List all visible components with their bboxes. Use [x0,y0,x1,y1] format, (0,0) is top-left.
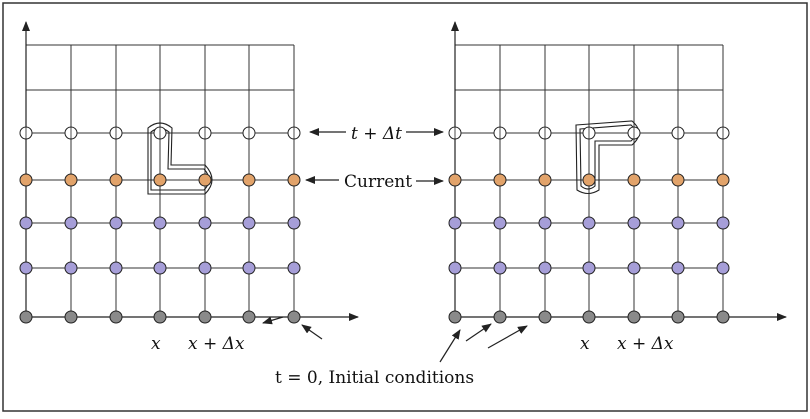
arrow-initial-right-1 [439,329,461,363]
right-stencil-outline-outer [575,120,640,195]
grid-point-current [153,173,167,187]
right-grid [451,21,787,321]
grid-point-current [109,173,123,187]
grid-point-current [538,173,552,187]
grid-point-known [198,261,212,275]
grid-point-initial [582,310,596,324]
label-x-left: x [151,334,161,354]
grid-point-known [19,261,33,275]
label-initial-rest: , Initial conditions [318,368,474,388]
grid-point-known [64,261,78,275]
grid-point-initial [64,310,78,324]
grid-point-initial [242,310,256,324]
grid-point-known [627,216,641,230]
label-current: Current [344,172,412,192]
grid-point-current [64,173,78,187]
left-grid-points [19,126,301,324]
arrow-initial-right-3 [487,325,528,349]
arrow-initial-right-2 [465,323,492,342]
grid-point-known [671,261,685,275]
grid-point-known [242,216,256,230]
right-grid-points [448,126,730,324]
grid-point-known [627,261,641,275]
grid-point-known [716,261,730,275]
grid-point-current [198,173,212,187]
grid-point-initial [109,310,123,324]
grid-point-known [538,216,552,230]
grid-point-known [448,216,462,230]
left-stencil-outline-outer [147,122,213,195]
grid-point-initial [627,310,641,324]
label-t-plus-dt: t + Δt [351,124,402,144]
grid-point-current [242,173,256,187]
label-x-plus-dx-right: x + Δx [617,334,674,354]
grid-point-initial [19,310,33,324]
grid-point-known [109,216,123,230]
grid-point-known [64,216,78,230]
grid-point-initial [493,310,507,324]
grid-point-current [493,173,507,187]
label-initial-t0: t = 0 [275,368,318,388]
grid-point-current [627,173,641,187]
grid-point-current [287,173,301,187]
grid-point-known [19,216,33,230]
grid-point-known [582,261,596,275]
arrow-initial-left-1 [262,316,284,325]
grid-point-known [198,216,212,230]
grid-point-known [287,261,301,275]
arrow-initial-left-2 [301,324,323,340]
grid-point-current [19,173,33,187]
figure-border [2,2,808,412]
grid-point-known [242,261,256,275]
grid-point-current [671,173,685,187]
grid-point-known [538,261,552,275]
grid-point-known [153,261,167,275]
grid-point-current [716,173,730,187]
grid-point-current [582,173,596,187]
grid-point-initial [538,310,552,324]
grid-point-initial [153,310,167,324]
grid-point-current [448,173,462,187]
grid-point-known [671,216,685,230]
grid-point-known [716,216,730,230]
grid-point-initial [671,310,685,324]
grid-point-initial [198,310,212,324]
grid-point-known [109,261,123,275]
grid-point-known [287,216,301,230]
grid-point-known [493,216,507,230]
grid-point-initial [448,310,462,324]
grid-point-initial [716,310,730,324]
grid-point-known [153,216,167,230]
label-x-right: x [580,334,590,354]
grid-point-initial [287,310,301,324]
grid-point-known [582,216,596,230]
label-x-plus-dx-left: x + Δx [188,334,245,354]
grid-point-known [448,261,462,275]
grid-point-known [493,261,507,275]
label-initial-conditions: t = 0, Initial conditions [275,368,474,388]
